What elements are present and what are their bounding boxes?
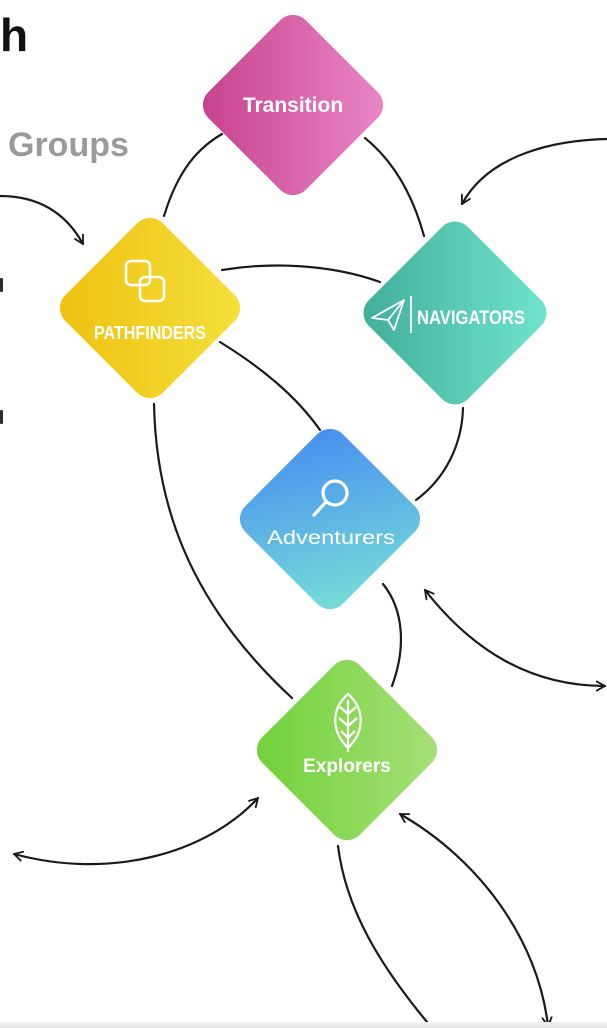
node-label-adventurers: Adventurers	[267, 528, 395, 549]
node-transition[interactable]: Transition	[195, 7, 390, 202]
leaf-icon	[334, 692, 362, 752]
connector-navigators-adventurers	[414, 406, 465, 502]
bidirectional-arrow-explorers-bottom	[398, 812, 553, 1028]
connector-pathfinders-explorers	[152, 402, 294, 700]
bidirectional-arrow-adventurers	[423, 588, 607, 692]
connector-adventurers-explorers	[381, 582, 402, 688]
node-navigators[interactable]: NAVIGATORS	[356, 214, 554, 412]
paper-plane-icon	[371, 296, 412, 333]
connector-transition-pathfinders	[162, 132, 224, 218]
overlapping-squares-icon	[124, 259, 166, 303]
connector-pathfinders-navigators	[220, 264, 382, 284]
node-label-pathfinders: PATHFINDERS	[94, 323, 206, 343]
node-explorers[interactable]: Explorers	[249, 652, 444, 847]
node-label-navigators: NAVIGATORS	[417, 308, 525, 329]
section-subtitle-fragment: Groups	[8, 126, 129, 164]
outgoing-line-explorers-bottom	[336, 844, 434, 1028]
bottom-edge-band	[0, 1022, 607, 1028]
left-text-fragment	[0, 278, 3, 292]
node-label-explorers: Explorers	[303, 756, 391, 777]
connector-pathfinders-adventurers	[218, 340, 322, 432]
left-text-fragment	[0, 410, 3, 424]
page-title-fragment: h	[0, 9, 29, 61]
magnifier-icon	[312, 479, 349, 517]
incoming-arrow-pathfinders	[0, 194, 85, 246]
node-adventurers[interactable]: Adventurers	[232, 421, 427, 616]
node-label-transition: Transition	[243, 94, 343, 117]
node-pathfinders[interactable]: PATHFINDERS	[52, 210, 247, 405]
connector-transition-navigators	[363, 136, 426, 238]
incoming-arrow-navigators	[460, 137, 607, 206]
bidirectional-arrow-explorers-left	[12, 796, 260, 866]
